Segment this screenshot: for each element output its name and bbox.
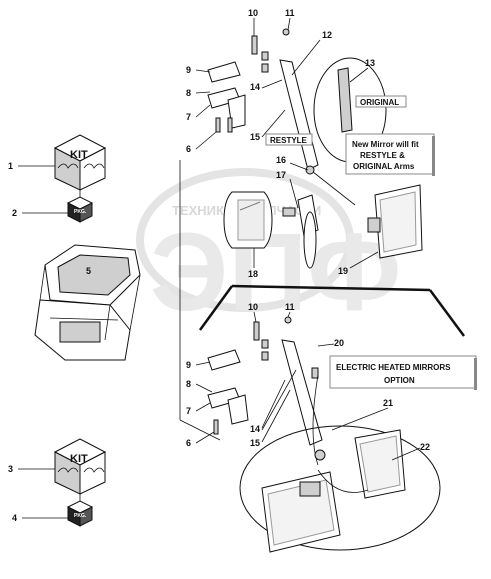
watermark: ЭПФ ТЕХНИКА И ЗАПЧАСТИ (136, 168, 401, 334)
callout-18: 18 (248, 269, 258, 279)
package-box-bottom: PKG. (66, 500, 94, 527)
callout-10-bottom: 10 (248, 302, 258, 312)
lower-mirror-arm (261, 316, 323, 446)
lower-bracket-assembly (207, 321, 269, 435)
callout-9-top: 9 (186, 65, 191, 75)
callout-6-bottom: 6 (186, 438, 191, 448)
callout-11-bottom: 11 (285, 302, 295, 312)
callout-8-bottom: 8 (186, 379, 191, 389)
callout-12: 12 (322, 30, 332, 40)
callout-9-bottom: 9 (186, 360, 191, 370)
restyle-label-box: RESTYLE (265, 133, 313, 146)
original-label: ORIGINAL (360, 98, 399, 107)
kit-label-bottom: KIT (70, 453, 88, 465)
callout-8-top: 8 (186, 88, 191, 98)
kit-label-top: KIT (70, 149, 88, 161)
convex-mirror-18 (223, 191, 273, 249)
pkg-label-top: PKG. (74, 209, 87, 215)
kit-box-bottom: KIT (53, 438, 107, 502)
callout-19: 19 (338, 266, 348, 276)
heated-option-label-box: ELECTRIC HEATED MIRRORS OPTION (329, 355, 477, 390)
new-mirror-note: New Mirror will fit RESTYLE & ORIGINAL A… (345, 133, 435, 176)
original-arm-detail (313, 57, 387, 163)
restyle-label: RESTYLE (270, 136, 308, 145)
heated-mirror-detail (239, 374, 441, 553)
package-box-top: PKG. (66, 196, 94, 223)
callout-7-bottom: 7 (186, 406, 191, 416)
original-label-box: ORIGINAL (355, 95, 407, 108)
callout-16: 16 (276, 155, 286, 165)
callout-14-top: 14 (250, 82, 260, 92)
callout-7-top: 7 (186, 112, 191, 122)
callout-11-top: 11 (285, 8, 295, 18)
watermark-letters: ЭПФ (150, 211, 401, 334)
kit-box-top: KIT (53, 134, 107, 198)
callout-20: 20 (334, 338, 344, 348)
heated-option-line-2: OPTION (384, 376, 415, 385)
cab-frame (34, 244, 141, 361)
upper-bracket-assembly (207, 35, 269, 133)
callout-1: 1 (8, 161, 13, 171)
callout-10-top: 10 (248, 8, 258, 18)
callout-17: 17 (276, 170, 286, 180)
callout-4: 4 (12, 513, 17, 523)
mirror-clamp-17 (282, 194, 319, 269)
callout-6-top: 6 (186, 144, 191, 154)
callout-22: 22 (420, 442, 430, 452)
callout-5: 5 (86, 266, 91, 276)
pkg-label-bottom: PKG. (74, 513, 87, 519)
callout-13: 13 (365, 58, 375, 68)
large-mirror-19 (367, 184, 423, 259)
new-mirror-line-1: New Mirror will fit (352, 140, 419, 149)
callout-15-top: 15 (250, 132, 260, 142)
callout-15-bottom: 15 (250, 438, 260, 448)
new-mirror-line-3: ORIGINAL Arms (353, 162, 415, 171)
heated-option-line-1: ELECTRIC HEATED MIRRORS (336, 363, 451, 372)
callout-3: 3 (8, 464, 13, 474)
callout-14-bottom: 14 (250, 424, 260, 434)
callout-2: 2 (12, 208, 17, 218)
new-mirror-line-2: RESTYLE & (360, 151, 405, 160)
callout-21: 21 (383, 398, 393, 408)
